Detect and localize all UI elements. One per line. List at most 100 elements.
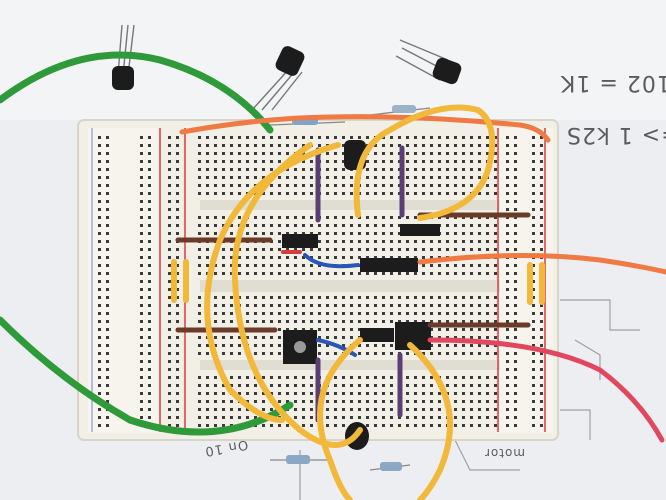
breadboard-hole [446,304,449,307]
breadboard-hole [470,160,473,163]
breadboard-hole [106,312,109,315]
breadboard-hole [414,400,417,403]
breadboard-hole [168,232,171,235]
breadboard-hole [176,408,179,411]
breadboard-hole [318,144,321,147]
breadboard-hole [334,408,337,411]
breadboard-hole [286,184,289,187]
breadboard-hole [382,312,385,315]
breadboard-hole [532,264,535,267]
breadboard-hole [302,184,305,187]
breadboard-hole [486,248,489,251]
breadboard-hole [414,216,417,219]
breadboard-hole [414,408,417,411]
breadboard-hole [98,144,101,147]
breadboard-hole [478,264,481,267]
breadboard-hole [454,344,457,347]
breadboard-hole [148,256,151,259]
breadboard-hole [470,352,473,355]
breadboard-hole [358,248,361,251]
breadboard-hole [532,208,535,211]
breadboard-hole [494,168,497,171]
breadboard-hole [478,272,481,275]
breadboard-hole [334,352,337,355]
breadboard-hole [374,224,377,227]
breadboard-hole [262,216,265,219]
breadboard-hole [246,176,249,179]
breadboard-hole [246,296,249,299]
breadboard-hole [230,192,233,195]
breadboard-hole [310,376,313,379]
breadboard-hole [254,296,257,299]
breadboard-hole [342,376,345,379]
breadboard-hole [494,184,497,187]
breadboard-hole [506,352,509,355]
breadboard-hole [278,328,281,331]
breadboard-hole [278,216,281,219]
breadboard-hole [168,392,171,395]
breadboard-hole [454,304,457,307]
breadboard-hole [148,336,151,339]
breadboard-hole [342,152,345,155]
breadboard-hole [514,280,517,283]
breadboard-hole [358,312,361,315]
breadboard-hole [230,232,233,235]
breadboard-hole [318,296,321,299]
breadboard-hole [438,176,441,179]
breadboard-hole [350,184,353,187]
red-wire-right [427,337,665,443]
breadboard-hole [334,336,337,339]
breadboard-hole [206,224,209,227]
breadboard-hole [486,352,489,355]
breadboard-hole [140,240,143,243]
breadboard-hole [430,424,433,427]
breadboard-hole [514,336,517,339]
breadboard-hole [414,376,417,379]
breadboard-hole [358,416,361,419]
breadboard-hole [98,176,101,179]
breadboard-hole [168,224,171,227]
breadboard-hole [540,320,543,323]
breadboard-hole [230,168,233,171]
breadboard-hole [390,144,393,147]
breadboard-hole [140,376,143,379]
breadboard-hole [506,416,509,419]
breadboard-hole [176,384,179,387]
breadboard-hole [462,416,465,419]
breadboard-hole [140,368,143,371]
breadboard-hole [462,176,465,179]
breadboard-hole [310,320,313,323]
breadboard-hole [176,400,179,403]
breadboard-hole [262,376,265,379]
breadboard-hole [214,176,217,179]
long-wires [0,51,666,500]
breadboard-hole [168,176,171,179]
breadboard-hole [168,328,171,331]
breadboard-hole [486,296,489,299]
breadboard-hole [176,256,179,259]
breadboard-hole [478,416,481,419]
breadboard-hole [286,256,289,259]
breadboard-hole [406,136,409,139]
breadboard-hole [422,320,425,323]
breadboard-hole [148,320,151,323]
breadboard-hole [294,384,297,387]
breadboard-hole [532,232,535,235]
breadboard-hole [238,384,241,387]
breadboard-hole [430,416,433,419]
breadboard-hole [462,240,465,243]
breadboard-hole [222,176,225,179]
breadboard-hole [342,168,345,171]
breadboard-hole [106,200,109,203]
breadboard-hole [398,256,401,259]
breadboard-hole [318,344,321,347]
breadboard-hole [342,240,345,243]
breadboard-hole [532,240,535,243]
breadboard-hole [342,296,345,299]
breadboard-hole [286,320,289,323]
breadboard-hole [246,376,249,379]
breadboard-hole [98,272,101,275]
breadboard-hole [478,248,481,251]
breadboard-hole [148,208,151,211]
breadboard-hole [198,416,201,419]
